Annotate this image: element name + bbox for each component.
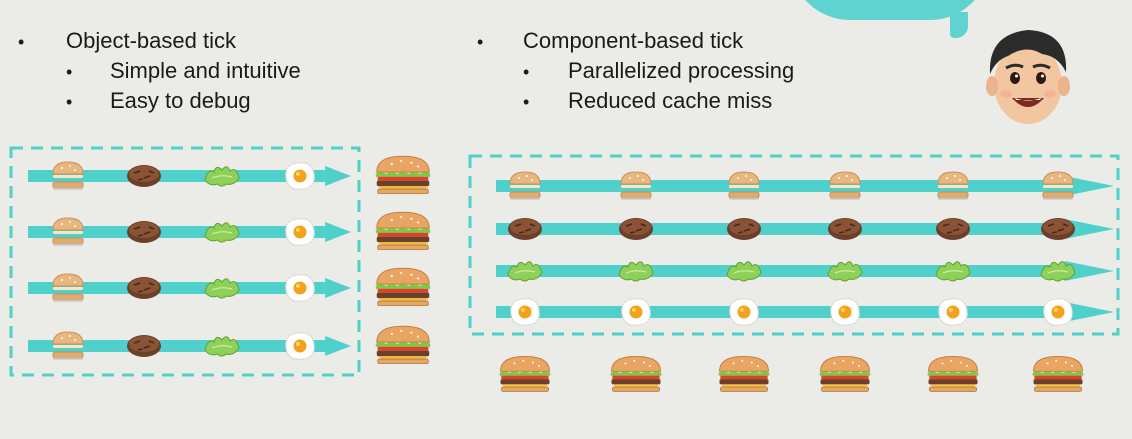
- flow-arrow: [496, 261, 1114, 281]
- bullet-icon: •: [18, 32, 25, 52]
- lettuce-icon: [204, 278, 240, 299]
- bun-icon: [52, 217, 84, 247]
- bun-icon: [728, 171, 760, 201]
- burger-icon: [375, 211, 431, 250]
- right-heading: Component-based tick: [523, 28, 744, 53]
- patty-icon: [726, 217, 762, 241]
- bun-icon: [937, 171, 969, 201]
- speech-bubble-tail-icon: [950, 12, 968, 38]
- lettuce-icon: [204, 166, 240, 187]
- patty-icon: [126, 276, 162, 300]
- burger-icon: [375, 267, 431, 306]
- burger-icon: [499, 355, 551, 392]
- patty-icon: [935, 217, 971, 241]
- bullet-icon: •: [66, 92, 73, 112]
- patty-icon: [507, 217, 543, 241]
- bun-icon: [1042, 171, 1074, 201]
- patty-icon: [618, 217, 654, 241]
- bun-icon: [620, 171, 652, 201]
- egg-icon: [285, 162, 315, 190]
- bun-icon: [52, 273, 84, 303]
- component-tick-frame: [468, 154, 1120, 336]
- lettuce-icon: [507, 261, 543, 282]
- object-tick-rows: [28, 155, 431, 364]
- egg-icon: [729, 298, 759, 326]
- lettuce-icon: [726, 261, 762, 282]
- burger-icon: [375, 155, 431, 194]
- bun-icon: [829, 171, 861, 201]
- egg-icon: [1043, 298, 1073, 326]
- flow-arrow: [496, 302, 1114, 322]
- burger-icon: [819, 355, 871, 392]
- burger-icon: [718, 355, 770, 392]
- component-tick-rows: [496, 171, 1114, 392]
- egg-icon: [285, 218, 315, 246]
- memoji-avatar-icon: [986, 30, 1070, 124]
- left-point: Simple and intuitive: [110, 58, 301, 83]
- egg-icon: [285, 274, 315, 302]
- patty-icon: [827, 217, 863, 241]
- burger-icon: [375, 325, 431, 364]
- burger-icon: [1032, 355, 1084, 392]
- right-point: Reduced cache miss: [568, 88, 773, 113]
- bullet-icon: •: [477, 32, 484, 52]
- bun-icon: [509, 171, 541, 201]
- egg-icon: [621, 298, 651, 326]
- burger-icon: [927, 355, 979, 392]
- lettuce-icon: [204, 222, 240, 243]
- left-point: Easy to debug: [110, 88, 251, 113]
- bun-icon: [52, 161, 84, 191]
- speech-bubble-icon: [790, 0, 990, 20]
- patty-icon: [126, 164, 162, 188]
- bun-icon: [52, 331, 84, 361]
- egg-icon: [285, 332, 315, 360]
- lettuce-icon: [827, 261, 863, 282]
- patty-icon: [1040, 217, 1076, 241]
- flow-arrow: [496, 176, 1114, 196]
- bullet-icon: •: [523, 92, 530, 112]
- flow-arrow: [496, 219, 1114, 239]
- egg-icon: [510, 298, 540, 326]
- left-heading: Object-based tick: [66, 28, 236, 53]
- lettuce-icon: [935, 261, 971, 282]
- patty-icon: [126, 334, 162, 358]
- lettuce-icon: [1040, 261, 1076, 282]
- egg-icon: [830, 298, 860, 326]
- object-tick-frame: [9, 146, 361, 377]
- lettuce-icon: [204, 336, 240, 357]
- lettuce-icon: [618, 261, 654, 282]
- bullet-icon: •: [66, 62, 73, 82]
- burger-icon: [610, 355, 662, 392]
- right-point: Parallelized processing: [568, 58, 795, 83]
- patty-icon: [126, 220, 162, 244]
- egg-icon: [938, 298, 968, 326]
- bullet-icon: •: [523, 62, 530, 82]
